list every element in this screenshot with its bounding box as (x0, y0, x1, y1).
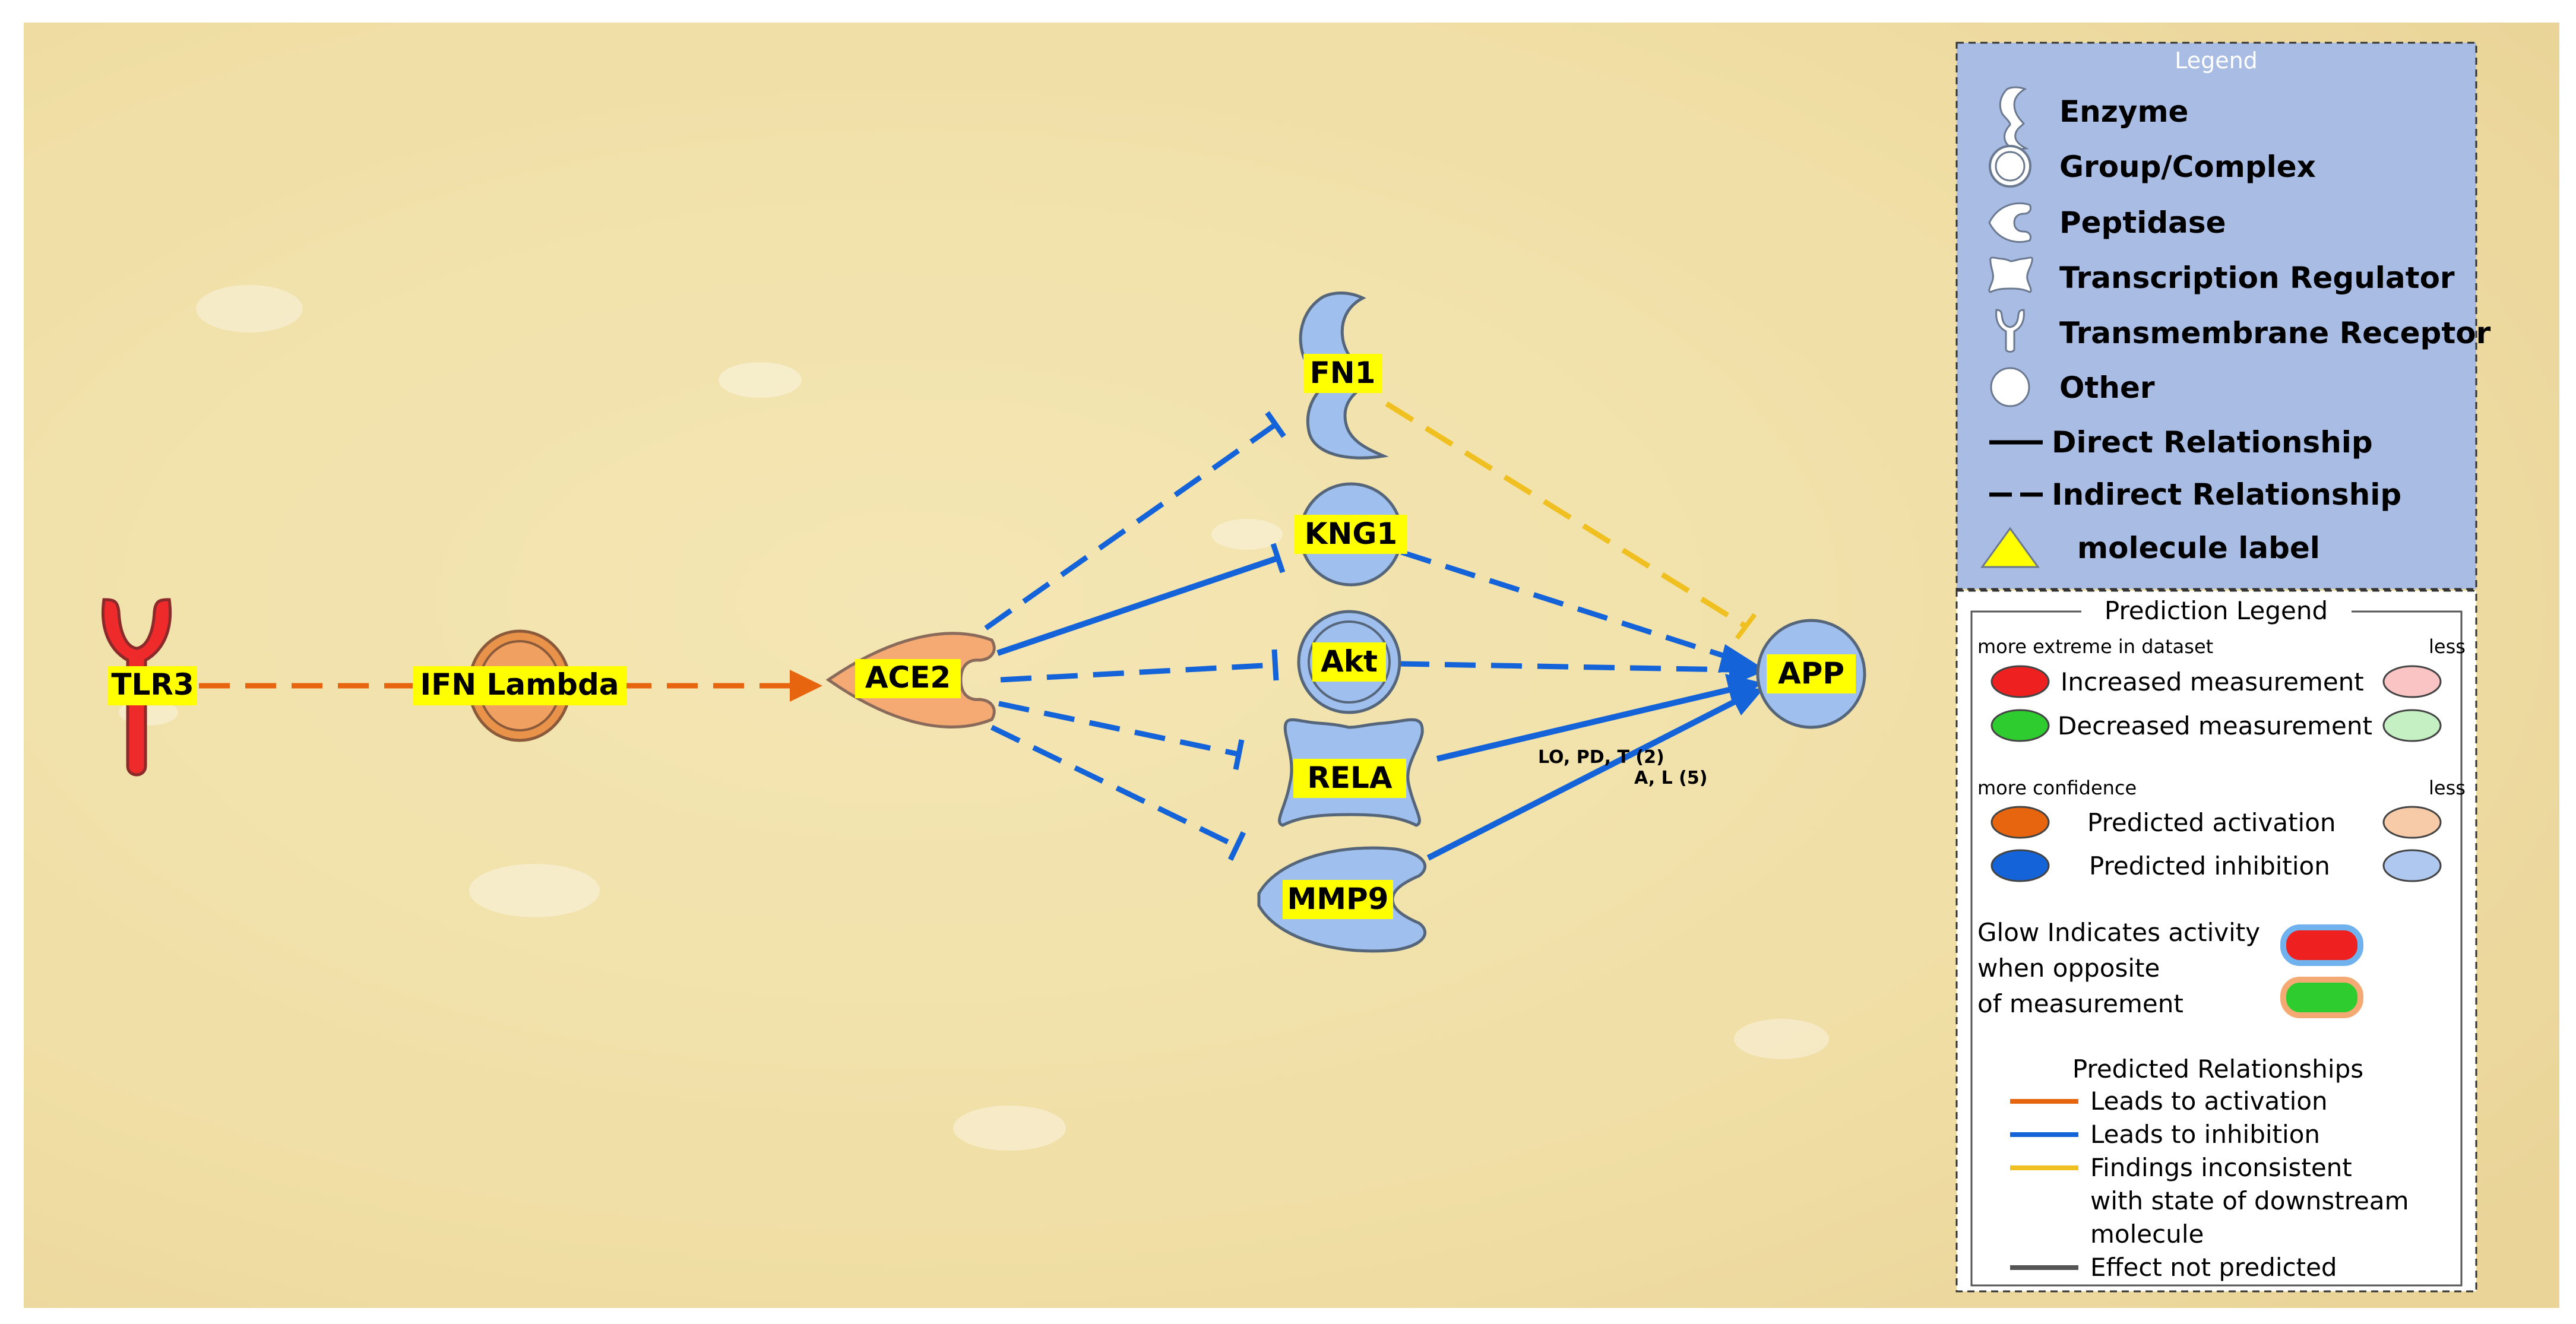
node-label-kng1: KNG1 (1305, 517, 1397, 551)
node-label-fn1: FN1 (1310, 356, 1376, 390)
activation-label: Predicted activation (2087, 808, 2336, 837)
increased-label: Increased measurement (2061, 667, 2364, 696)
glow-line-3: of measurement (1977, 989, 2183, 1018)
decreased-less-swatch (2382, 709, 2442, 742)
edge-ace2-akt-bar (1271, 649, 1279, 681)
edge-ace2-fn1 (984, 422, 1277, 631)
activation-swatch (1990, 806, 2050, 839)
node-ifn-lambda[interactable]: IFN Lambda (413, 629, 626, 742)
prediction-legend-panel: Prediction Legend more extreme in datase… (1955, 590, 2477, 1293)
inhibition-label: Predicted inhibition (2089, 851, 2330, 880)
node-label-bg (1303, 354, 1382, 393)
legend-item-label: Other (2059, 370, 2155, 405)
edge-ifn-lambda-ace2-arrowhead (790, 670, 822, 702)
glow-red-swatch (2280, 924, 2363, 966)
decreased-label: Decreased measurement (2058, 711, 2372, 740)
edge-label-rela-app: LO, PD, T (2) (1538, 747, 1664, 768)
edge-akt-app (1398, 661, 1732, 673)
legend-item-label: Group/Complex (2059, 150, 2316, 184)
edge-fn1-app-bar (1735, 613, 1757, 640)
legend-box (1955, 42, 2477, 590)
rel-inconsistent-line-3: molecule (2090, 1220, 2204, 1249)
node-label-rela: RELA (1307, 761, 1393, 795)
legend-item-label: Transcription Regulator (2059, 261, 2455, 295)
edge-ace2-fn1-bar (1265, 411, 1286, 438)
node-label-bg (1312, 642, 1386, 682)
edge-mmp9-app (1426, 698, 1739, 861)
increased-swatch (1990, 665, 2050, 698)
node-label-bg (108, 666, 197, 705)
edge-kng1-app (1400, 549, 1735, 662)
node-ace2[interactable]: ACE2 (825, 632, 996, 728)
edge-ace2-rela (998, 701, 1239, 757)
rel-inconsistent-line-1: Findings inconsistent (2090, 1153, 2352, 1182)
glow-line-2: when opposite (1977, 954, 2160, 983)
legend-item-label: molecule label (2077, 531, 2320, 565)
node-label-akt: Akt (1321, 644, 1378, 679)
node-app[interactable]: APP (1756, 619, 1866, 729)
node-label-bg (1293, 759, 1406, 798)
node-mmp9[interactable]: MMP9 (1257, 846, 1427, 953)
node-rela[interactable]: RELA (1278, 718, 1424, 827)
edge-label-mmp9-app: A, L (5) (1634, 768, 1707, 788)
edge-ace2-kng1-bar (1270, 543, 1286, 574)
node-label-bg (1767, 654, 1856, 693)
node-label-ifn-lambda: IFN Lambda (420, 667, 619, 702)
inhibition-less-swatch (2382, 849, 2442, 882)
legend-item-label: Peptidase (2059, 205, 2226, 240)
glow-green-swatch (2280, 977, 2363, 1018)
inhibition-swatch (1990, 849, 2050, 882)
legend-title: Legend (2175, 47, 2258, 74)
rel-inconsistent-line-2: with state of downstream (2090, 1186, 2409, 1215)
node-akt[interactable]: Akt (1297, 610, 1401, 714)
edge-ace2-rela-bar (1233, 739, 1245, 770)
node-label-mmp9: MMP9 (1287, 882, 1389, 916)
background-bubbles (119, 285, 1829, 1151)
legend-item-label: Enzyme (2059, 94, 2188, 129)
edge-mmp9-app-arrowhead (1727, 688, 1764, 715)
edge-fn1-app (1385, 401, 1748, 629)
transcription-regulator-icon (1988, 256, 2033, 293)
peptidase-icon (1988, 202, 2032, 243)
node-label-bg (855, 659, 961, 698)
increased-less-swatch (2382, 665, 2442, 698)
rel-not-predicted-label: Effect not predicted (2090, 1253, 2337, 1282)
node-label-tlr3: TLR3 (111, 667, 194, 702)
decreased-swatch (1990, 709, 2050, 742)
node-tlr3[interactable]: TLR3 (101, 598, 197, 777)
rel-activation-label: Leads to activation (2090, 1087, 2328, 1116)
legend-item-label: Transmembrane Receptor (2059, 316, 2491, 350)
legend-item-label: Direct Relationship (2052, 425, 2373, 460)
node-kng1[interactable]: KNG1 (1295, 482, 1407, 587)
prediction-legend-inner (1970, 610, 2463, 1287)
dataset-header: more extreme in dataset (1977, 635, 2213, 658)
enzyme-icon (1999, 86, 2029, 150)
activation-less-swatch (2382, 806, 2442, 839)
legend-item-label: Indirect Relationship (2052, 477, 2401, 512)
node-label-bg (1295, 515, 1407, 554)
glow-line-1: Glow Indicates activity (1977, 918, 2260, 947)
other-icon (1990, 367, 2030, 407)
less-label: less (2429, 635, 2466, 658)
node-label-bg (413, 666, 626, 705)
confidence-header: more confidence (1977, 777, 2137, 799)
edge-ace2-kng1 (996, 555, 1279, 656)
node-label-ace2: ACE2 (865, 660, 951, 695)
edge-rela-app (1436, 686, 1735, 762)
prediction-legend-title: Prediction Legend (2105, 596, 2328, 625)
transmembrane-receptor-icon (1995, 309, 2025, 353)
edge-ace2-mmp9-bar (1227, 831, 1246, 861)
less-label: less (2429, 777, 2466, 799)
rel-inhibition-label: Leads to inhibition (2090, 1120, 2320, 1149)
legend-panel: Legend Enzyme Group/Complex Peptidase Tr… (1955, 42, 2491, 590)
node-fn1[interactable]: FN1 (1299, 292, 1389, 460)
node-label-bg (1283, 880, 1393, 919)
node-label-app: APP (1778, 656, 1844, 690)
triangle-icon (1980, 527, 2040, 568)
relationships-title: Predicted Relationships (2072, 1054, 2363, 1084)
